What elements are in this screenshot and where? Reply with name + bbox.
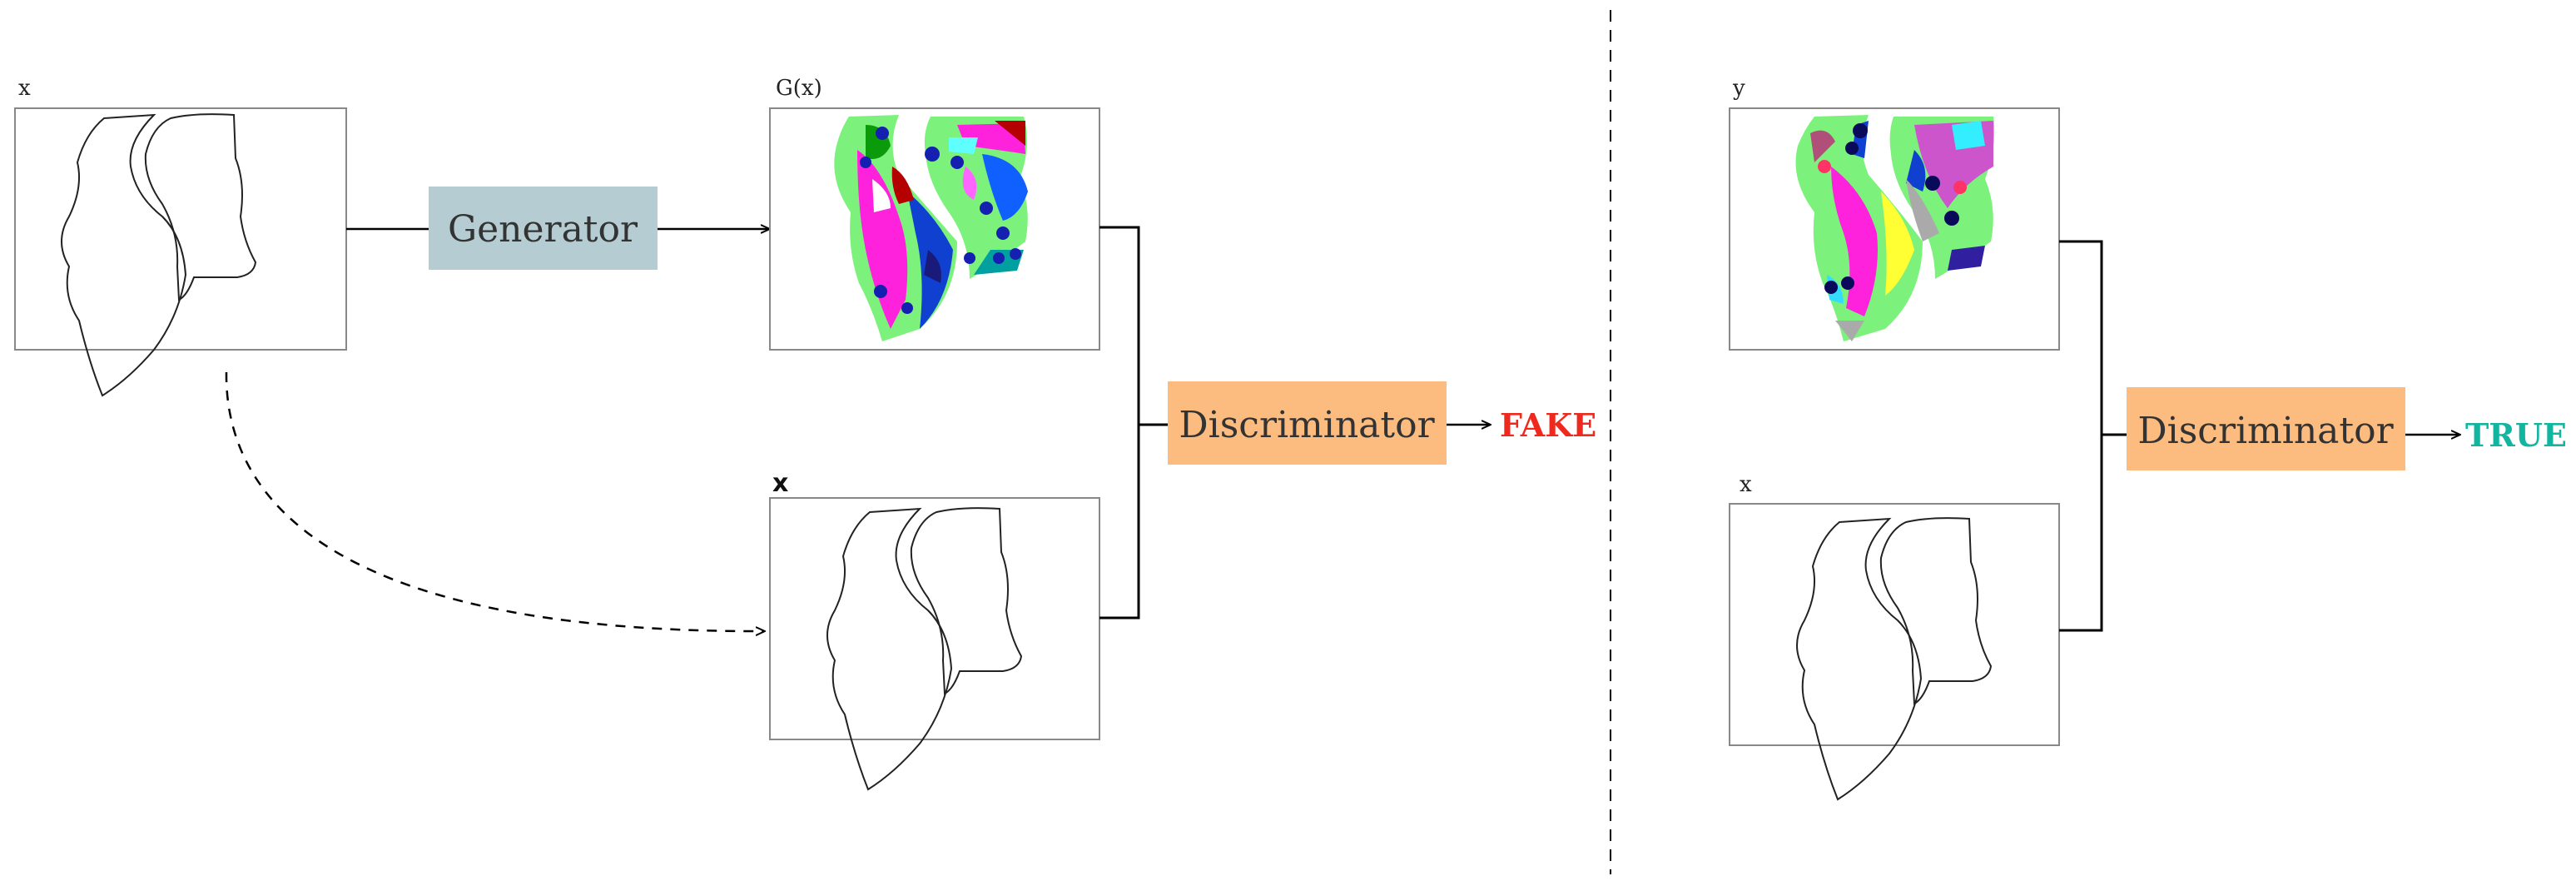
label-generated: G(x)	[776, 76, 822, 101]
discriminator-fake-box	[1168, 381, 1447, 465]
discriminator-fake-label: Discriminator	[1179, 404, 1435, 446]
generator-label: Generator	[448, 208, 638, 251]
condition-x-frame	[769, 497, 1100, 740]
real-y-segmentation-image	[1795, 115, 1995, 341]
verdict-fake: FAKE	[1500, 406, 1596, 444]
verdict-true: TRUE	[2465, 416, 2567, 454]
generated-segmentation-image	[834, 115, 1028, 341]
real-x-frame	[1729, 503, 2060, 746]
label-input-x: x	[18, 76, 31, 101]
join-bracket-fake	[1099, 226, 1168, 620]
input-x-frame	[14, 107, 347, 351]
label-real-y: y	[1732, 76, 1745, 101]
discriminator-real-box	[2127, 387, 2405, 470]
generator-box	[429, 187, 658, 270]
dashed-arrow-condition-copy	[225, 371, 764, 631]
label-condition-x: x	[772, 469, 788, 498]
join-bracket-real	[2059, 240, 2127, 632]
label-real-x: x	[1740, 472, 1752, 497]
discriminator-real-label: Discriminator	[2137, 410, 2394, 452]
